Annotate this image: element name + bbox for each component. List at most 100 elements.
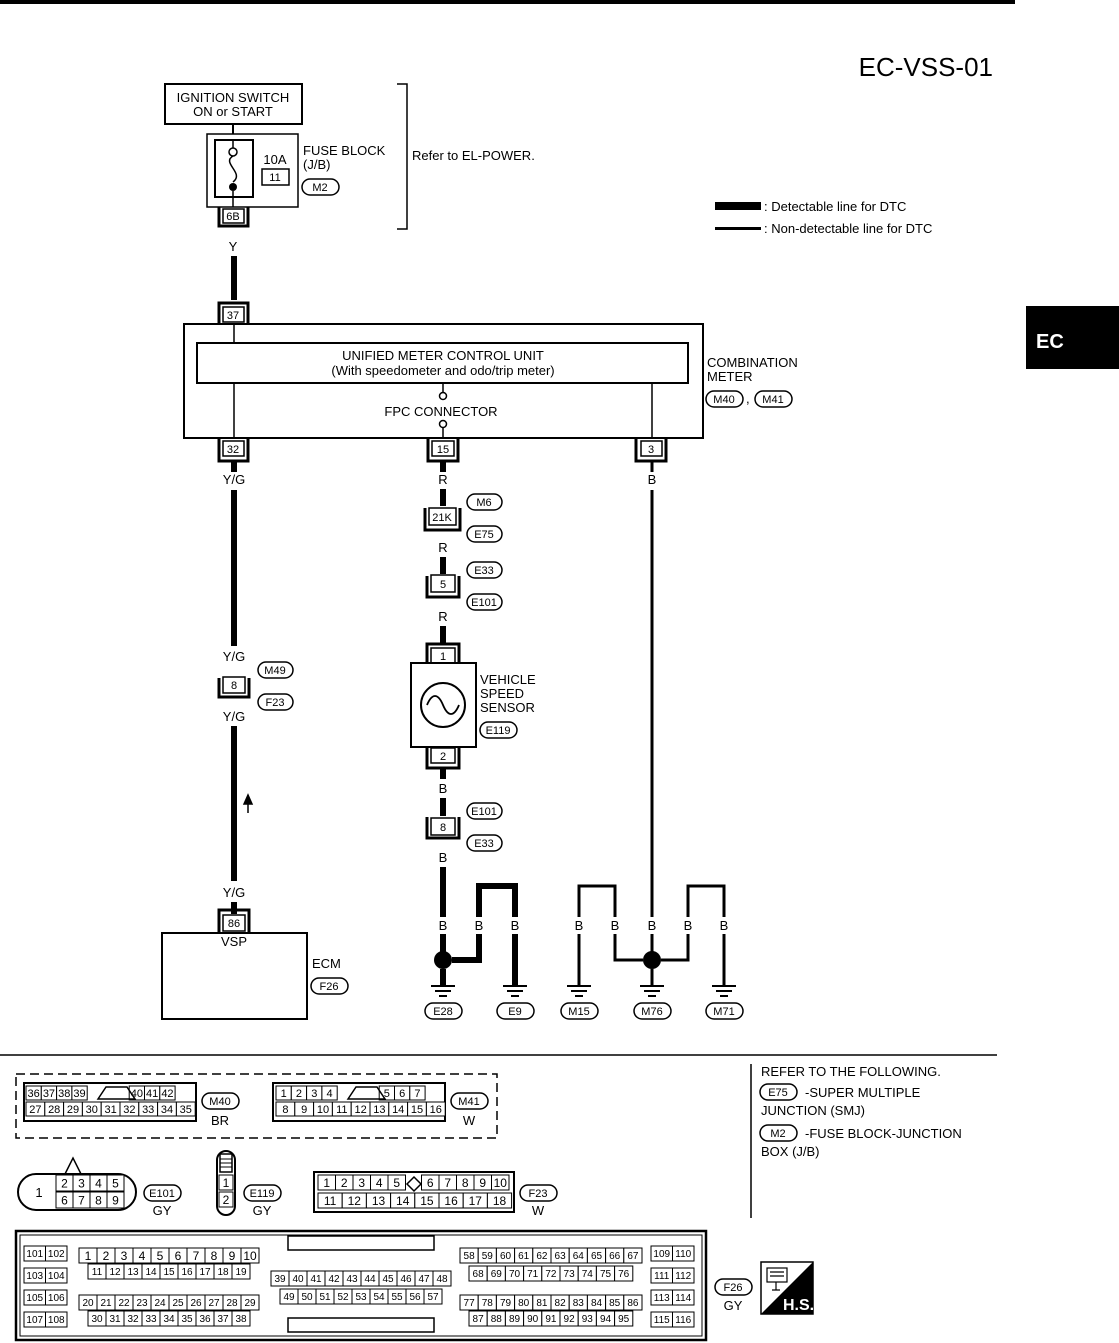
pin-number: 37 [217,1314,229,1325]
pin-number: 33 [142,1104,154,1116]
control-unit-label: UNIFIED METER CONTROL UNIT [342,348,544,363]
refer-note: Refer to EL-POWER. [412,148,535,163]
connector-pin [106,1174,125,1192]
terminal-number: 6B [226,211,239,223]
terminal-box [640,440,663,457]
connector-badge [143,1184,182,1202]
wire [613,934,643,962]
connector-badge [466,834,503,852]
pin-number: 8 [95,1193,102,1207]
pin-number: 19 [235,1267,247,1278]
pin-number: 22 [118,1298,130,1309]
connector-name: E101 [471,806,497,818]
terminal-box [222,676,246,694]
connector-pin [672,1245,695,1262]
pin-number: 38 [58,1088,70,1100]
connector-outline [23,1082,197,1122]
connector-pin [106,1191,125,1209]
pin-number: 83 [573,1298,585,1309]
pin-number: 93 [582,1314,594,1325]
pin-number: 7 [414,1088,420,1100]
pin-number: 110 [675,1249,691,1260]
connector-name: F23 [529,1188,548,1200]
connector-badge [243,1184,282,1202]
ground-name: M15 [568,1006,589,1018]
connector-name: E101 [471,597,497,609]
connector-badge [450,1092,489,1110]
ground-symbol-icon [503,985,527,997]
pin-number: 5 [157,1249,164,1263]
fuse-number-box [261,168,290,186]
pin-number: 101 [26,1249,43,1260]
pin-number: 94 [600,1314,612,1325]
section-tab-label: EC [1036,331,1064,353]
pin-number: 38 [235,1314,247,1325]
wire-color: Y/G [223,649,245,664]
pin-number: 9 [301,1104,307,1116]
wire [661,934,690,962]
terminal-bracket [217,207,250,228]
connector-name: E75 [768,1087,788,1099]
pin-number: 34 [161,1104,173,1116]
terminal-box [222,306,245,323]
dashed-connector-group [15,1073,498,1139]
wire [476,883,518,917]
pin-number: 47 [418,1274,430,1285]
pin-number: 90 [527,1314,539,1325]
connector-name: F26 [724,1282,743,1294]
pin-number: 12 [348,1194,362,1208]
pin-number: 4 [376,1176,383,1190]
ecm-label: ECM [312,956,341,971]
legend-non-detectable: : Non-detectable line for DTC [764,221,932,236]
sine-wave-icon [426,695,460,715]
pin-number: 23 [136,1298,148,1309]
connector-badge [714,1278,753,1296]
pin-number: 9 [112,1193,119,1207]
terminal-box [222,208,245,224]
wire-color: B [575,918,584,933]
pin-number: 24 [154,1298,166,1309]
connector-key-icon [405,1175,423,1193]
pin-number: 7 [444,1176,451,1190]
connector-color: GY [724,1298,743,1313]
pin-number: 28 [48,1104,60,1116]
ground-name: M71 [713,1006,734,1018]
connector-pin [45,1311,68,1328]
ground-name: E9 [508,1006,521,1018]
pin-number: 31 [109,1314,121,1325]
refer-item: BOX (J/B) [761,1144,820,1159]
pin-number: 74 [582,1269,594,1280]
pin-number: 1 [281,1088,287,1100]
terminal-number: 5 [440,579,446,591]
pin-number: 44 [364,1274,376,1285]
pin-number: 10 [494,1176,508,1190]
pin-number: 29 [244,1298,256,1309]
connector-outline [17,1173,137,1211]
legend-non-detectable-swatch [715,227,761,230]
pin-number: 32 [127,1314,139,1325]
connector-pin [486,1192,513,1209]
pin-number: 56 [409,1292,421,1303]
pin-number: 59 [482,1251,494,1262]
connector-name: E33 [474,838,494,850]
pin-number: 102 [48,1249,65,1260]
legend-detectable-swatch [715,202,761,210]
pin-number: 37 [43,1088,55,1100]
wire-color: B [648,918,657,933]
terminal-number: 8 [440,822,446,834]
pin-number: 57 [427,1292,439,1303]
wire-color: B [684,918,693,933]
pin-number: 89 [509,1314,521,1325]
legend-detectable: : Detectable line for DTC [764,199,906,214]
top-rule [0,0,1015,4]
pin-number: 30 [86,1104,98,1116]
connector-pin [45,1289,68,1306]
wire [452,934,482,963]
wire-color: B [475,918,484,933]
pin-number: 7 [78,1193,85,1207]
pin-number: 21 [100,1298,112,1309]
pin-number: 4 [326,1088,332,1100]
pin-number: 30 [91,1314,103,1325]
pin-number: 11 [336,1104,347,1116]
